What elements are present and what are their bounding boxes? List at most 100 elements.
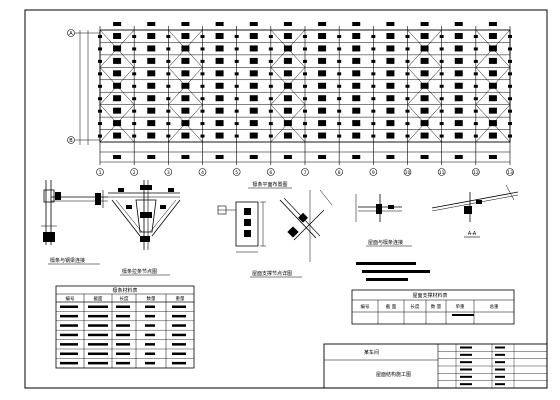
- right-table-header: 长度: [411, 303, 420, 310]
- column-node: [473, 84, 478, 88]
- column-node: [405, 84, 410, 88]
- column-node: [200, 84, 205, 88]
- table-cell-fill: [145, 324, 155, 327]
- eave-block: [454, 155, 463, 159]
- purlin-tie-block: [283, 95, 292, 102]
- axis-bubble-label: 5: [235, 170, 238, 176]
- column-node: [337, 84, 342, 88]
- column-node: [132, 35, 137, 38]
- axis-bubble: [267, 168, 275, 176]
- column-node: [508, 97, 512, 101]
- purlin-tie-block: [420, 70, 429, 77]
- purlin-tie-block: [249, 120, 258, 127]
- eave-block: [113, 155, 122, 159]
- left-axis-label-top: A: [69, 31, 73, 37]
- column-node: [166, 84, 171, 88]
- column-node: [166, 72, 171, 76]
- purlin-tie-block: [318, 33, 327, 39]
- title-block-cell-fill: [460, 353, 472, 356]
- column-node: [371, 35, 376, 38]
- table-cell-fill: [116, 343, 130, 346]
- table-cell-fill: [145, 352, 155, 355]
- purlin-joint-detail: 檩条拉条节点图: [108, 180, 181, 276]
- column-node: [98, 47, 102, 51]
- column-node: [98, 84, 102, 88]
- column-node: [439, 109, 444, 113]
- right-table-header: 截 面: [386, 303, 397, 310]
- purlin-tie-block: [352, 82, 361, 89]
- column-node: [268, 47, 273, 51]
- x-brace: [475, 104, 511, 143]
- column-node: [234, 84, 239, 88]
- purlin-tie-block: [454, 107, 463, 114]
- column-node: [268, 59, 273, 63]
- ridge-block: [249, 22, 258, 26]
- purlin-tie-block: [147, 45, 156, 52]
- right-table-cell-fill: [452, 314, 474, 316]
- axis-bubble-label: 6: [269, 170, 272, 176]
- axis-bubble: [130, 168, 138, 176]
- column-node: [439, 97, 444, 101]
- ridge-block: [386, 22, 395, 26]
- column-node: [371, 72, 376, 76]
- eave-block: [249, 155, 258, 159]
- beam-connection-detail: 檩条与钢梁连接: [41, 180, 108, 265]
- purlin-tie-block: [147, 120, 156, 127]
- purlin-tie-block: [215, 33, 224, 39]
- purlin-tie-block: [147, 33, 156, 39]
- column-node: [508, 72, 512, 76]
- purlin-tie-block: [249, 107, 258, 114]
- purlin-tie-block: [352, 107, 361, 114]
- purlin-tie-block: [386, 82, 395, 89]
- column-node: [337, 122, 342, 126]
- section-label: A-A: [468, 231, 477, 237]
- table-cell-fill: [145, 314, 155, 318]
- purlin-tie-block: [113, 95, 122, 102]
- purlin-tie-block: [147, 132, 156, 139]
- x-brace: [270, 29, 306, 68]
- purlin-tie-block: [386, 57, 395, 64]
- table-cell-fill: [88, 314, 108, 318]
- drawing-frame: [24, 9, 548, 389]
- eave-block: [215, 155, 224, 159]
- purlin-tie-block: [147, 82, 156, 89]
- column-node: [371, 59, 376, 63]
- axis-bubble: [96, 168, 104, 176]
- column-node: [303, 59, 307, 63]
- column-node: [473, 97, 478, 101]
- column-node: [98, 35, 102, 38]
- purlin-tie-block: [352, 70, 361, 77]
- ridge-block: [283, 22, 292, 26]
- column-node: [371, 97, 376, 101]
- purlin-tie-block: [249, 33, 258, 39]
- purlin-tie-block: [215, 107, 224, 114]
- eave-block: [147, 155, 156, 159]
- title-block-cell-fill: [495, 368, 505, 371]
- purlin-tie-block: [283, 33, 292, 39]
- purlin-tie-block: [420, 57, 429, 64]
- purlin-tie-block: [215, 132, 224, 139]
- column-node: [166, 134, 171, 138]
- purlin-tie-block: [249, 82, 258, 89]
- purlin-tie-block: [454, 33, 463, 39]
- column-node: [200, 109, 205, 113]
- table-cell-fill: [116, 305, 130, 308]
- plan-structure-lines: [75, 22, 512, 165]
- x-brace: [99, 67, 135, 105]
- table-cell-fill: [145, 343, 155, 346]
- x-brace: [270, 104, 306, 143]
- column-node: [303, 134, 307, 138]
- beam-connection-caption: 檩条与钢梁连接: [50, 257, 85, 264]
- column-node: [405, 59, 410, 63]
- purlin-tie-block: [318, 45, 327, 52]
- column-node: [132, 72, 137, 76]
- column-node: [200, 72, 205, 76]
- purlin-tie-block: [386, 120, 395, 127]
- column-node: [439, 47, 444, 51]
- column-node: [405, 134, 410, 138]
- x-brace: [99, 29, 135, 68]
- title-block-cell-fill: [460, 375, 472, 378]
- column-node: [234, 59, 239, 63]
